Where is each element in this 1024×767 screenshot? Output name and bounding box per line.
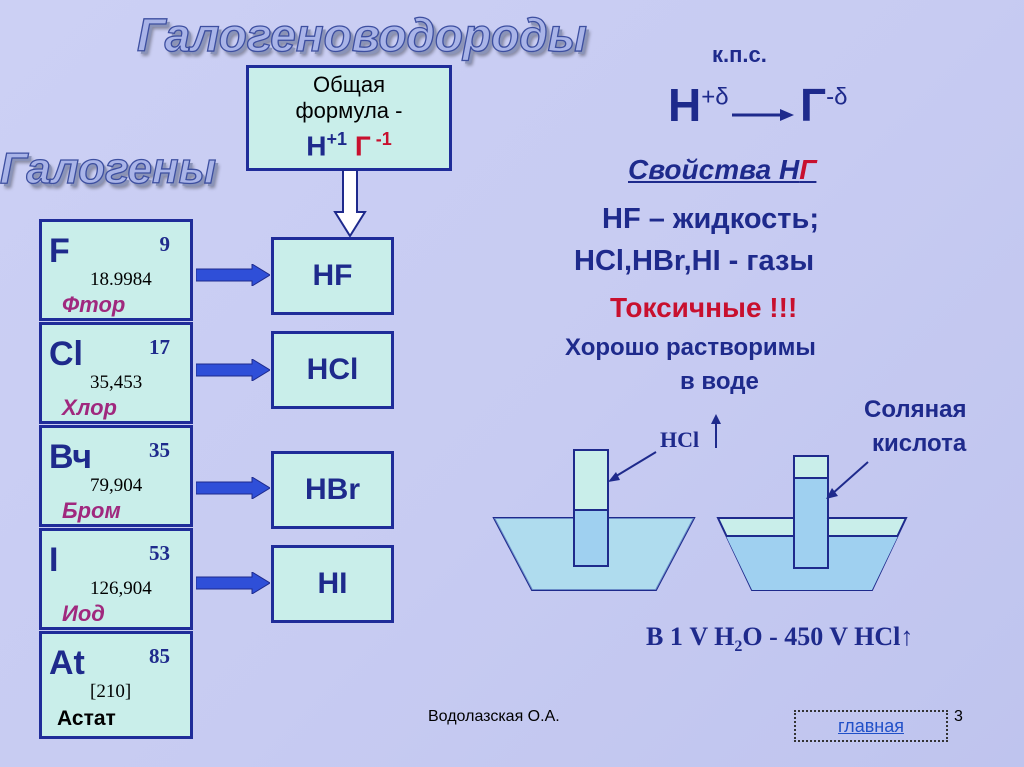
equation-sub: 2 [734, 638, 743, 656]
atomic-mass: 79,904 [90, 475, 143, 496]
dissolution-diagram [492, 414, 908, 591]
props-line2: HCl,HBr,HI - газы [574, 245, 815, 277]
halogens-title: Галогены [0, 143, 217, 193]
compound-hcl: HCl [271, 331, 394, 409]
formula-line2: формула - [295, 98, 403, 123]
element-cell-cl: Cl 17 35,453 Хлор [39, 322, 193, 424]
atomic-number: 85 [149, 644, 170, 668]
kps-h-charge: +δ [701, 83, 729, 111]
author-footer: Водолазская О.А. [428, 708, 560, 725]
props-title: Свойства НГ [628, 154, 817, 185]
element-cell-i: I 53 126,904 Иод [39, 528, 193, 630]
general-formula-box: Общая формула - H+1 Г -1 [246, 65, 452, 171]
left-tube-water [573, 509, 609, 567]
props-toxic: Токсичные !!! [610, 292, 798, 323]
hydrochloric-label-2: кислота [872, 430, 967, 457]
arrow-right-icon [196, 264, 270, 286]
arrow-right-icon [732, 109, 794, 121]
kps-h: H [668, 79, 702, 131]
hydrochloric-label-1: Соляная [864, 396, 967, 423]
home-link[interactable]: главная [794, 710, 948, 742]
formula-g-charge: -1 [370, 129, 392, 149]
compound-hf: HF [271, 237, 394, 315]
atomic-number: 9 [159, 232, 171, 256]
props-soluble-1: Хорошо растворимы [565, 334, 816, 361]
equation-part-b: O - 450 V HCl↑ [742, 622, 914, 651]
compound-hi: HI [271, 545, 394, 623]
element-cell-f: F 9 18.9984 Фтор [39, 219, 193, 321]
atomic-mass: 35,453 [90, 372, 143, 393]
right-tube-gas [793, 455, 829, 479]
solubility-equation: В 1 V H2O - 450 V HCl↑ [646, 622, 913, 656]
hcl-gas-label: HCl [660, 427, 700, 452]
element-name: Астат [57, 707, 116, 730]
element-cell-br: Вч 35 79,904 Бром [39, 425, 193, 527]
atomic-mass: [210] [90, 681, 132, 702]
formula-line1: Общая [313, 72, 385, 97]
kps-label: к.п.с. [712, 42, 767, 67]
element-cell-at: At 85 [210] Астат [39, 631, 193, 739]
formula-h-charge: +1 [326, 129, 348, 149]
compound-hbr: HBr [271, 451, 394, 529]
element-symbol: I [49, 541, 59, 579]
kps-g: Г-δ [800, 78, 847, 132]
arrow-right-icon [196, 477, 270, 499]
element-name: Фтор [62, 292, 126, 317]
kps-g-symbol: Г [800, 79, 827, 131]
formula-g: Г [354, 130, 371, 162]
atomic-mass: 126,904 [90, 578, 152, 599]
arrow-right-icon [196, 359, 270, 381]
general-formula: H+1 Г -1 [249, 124, 449, 161]
element-name: Бром [62, 498, 121, 523]
formula-h: H [306, 130, 327, 162]
element-name: Хлор [62, 395, 117, 420]
equation-part-a: В 1 V H [646, 622, 735, 651]
atomic-number: 53 [149, 541, 170, 565]
props-line1: HF – жидкость; [602, 203, 819, 235]
atomic-number: 17 [149, 335, 170, 359]
element-symbol: Вч [49, 438, 92, 476]
kps-formula: H+δ [668, 78, 729, 132]
atomic-number: 35 [149, 438, 170, 462]
props-soluble-2: в воде [680, 368, 759, 395]
down-arrow-icon [333, 170, 367, 238]
left-tube-gas [573, 449, 609, 511]
kps-g-charge: -δ [826, 83, 848, 111]
atomic-mass: 18.9984 [90, 269, 152, 290]
element-symbol: At [49, 644, 85, 682]
arrow-right-icon [196, 572, 270, 594]
element-symbol: F [49, 232, 70, 270]
element-symbol: Cl [49, 335, 83, 373]
page-number: 3 [954, 708, 963, 725]
right-tube-water [793, 477, 829, 569]
element-name: Иод [62, 601, 105, 626]
home-link-label[interactable]: главная [838, 716, 904, 736]
main-title: Галогеноводороды [136, 8, 587, 61]
